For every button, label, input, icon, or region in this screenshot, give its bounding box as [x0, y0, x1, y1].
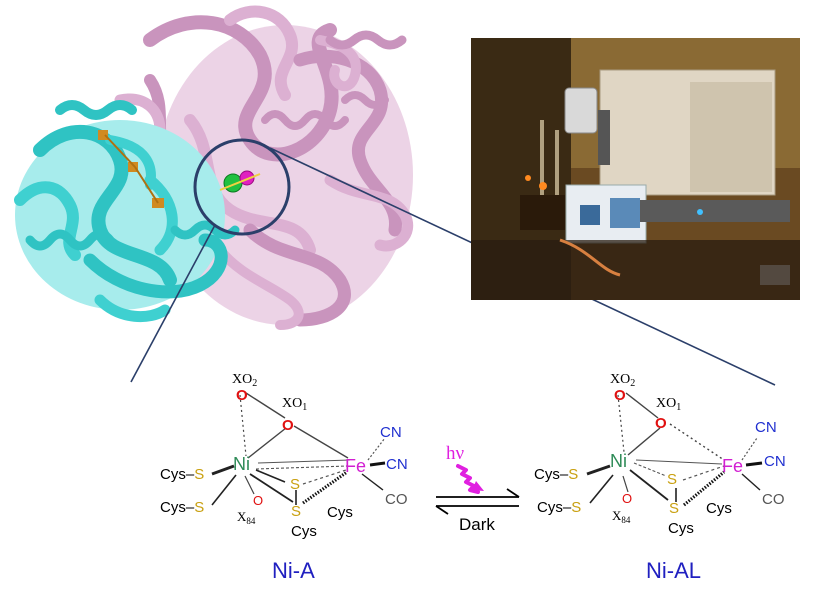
xo2-label: XO — [232, 372, 252, 387]
x84-subscript: 84 — [246, 516, 256, 526]
svg-text:XO1: XO1 — [282, 396, 307, 413]
x84-subscript-right: 84 — [621, 515, 631, 525]
s-bridge-2: S — [291, 503, 301, 520]
cys-bottom-right: Cys — [668, 520, 694, 537]
svg-text:Cys–S: Cys–S — [534, 466, 578, 483]
ni-atom: Ni — [233, 454, 250, 474]
svg-text:X84: X84 — [237, 509, 256, 526]
light-label: hν — [446, 443, 465, 464]
co-ligand: CO — [385, 491, 408, 508]
s-terminal-1: S — [194, 466, 204, 483]
cyan-subunit — [14, 100, 240, 323]
ni-a-caption: Ni-A — [272, 558, 315, 583]
svg-text:XO2: XO2 — [610, 372, 635, 389]
svg-text:Cys–S: Cys–S — [160, 466, 204, 483]
s-terminal-2-right: S — [571, 499, 581, 516]
cys-s1-label: Cys — [160, 466, 186, 483]
zoom-circle — [193, 138, 291, 236]
s-bridge-1: S — [290, 476, 300, 493]
o-xo1: O — [282, 417, 294, 434]
protein-structure-image — [14, 5, 413, 330]
cn-mid: CN — [386, 456, 408, 473]
ni-atom-right: Ni — [610, 451, 627, 471]
x84-label-right: X — [612, 508, 622, 523]
s-terminal-2: S — [194, 499, 204, 516]
ni-a-structure: XO2 O XO1 O Ni Fe CN CN CO Cys–S Cys–S S… — [160, 372, 408, 583]
xo1-label-right: XO — [656, 396, 676, 411]
o-xo2: O — [236, 387, 248, 404]
xo1-label: XO — [282, 396, 302, 411]
xo2-subscript: 2 — [252, 378, 257, 389]
xo2-label-right: XO — [610, 372, 630, 387]
active-site-atoms — [219, 170, 261, 193]
o-xo1-right: O — [655, 415, 667, 432]
iron-sulfur-clusters — [98, 130, 164, 208]
svg-text:Cys–S: Cys–S — [537, 499, 581, 516]
svg-text:XO1: XO1 — [656, 396, 681, 413]
cys-right-right: Cys — [706, 500, 732, 517]
x84-label: X — [237, 509, 247, 524]
cys-bottom: Cys — [291, 523, 317, 540]
xo2-subscript-right: 2 — [630, 378, 635, 389]
ni-al-structure: XO2 O XO1 O Ni Fe CN CN CO Cys–S Cys–S S… — [534, 372, 786, 583]
xo1-subscript-right: 1 — [676, 402, 681, 413]
cn-mid-right: CN — [764, 453, 786, 470]
xo1-subscript: 1 — [302, 402, 307, 413]
s-bridge-2-right: S — [669, 500, 679, 517]
svg-text:Cys–S: Cys–S — [160, 499, 204, 516]
lab-setup-photo — [471, 38, 800, 300]
s-terminal-1-right: S — [568, 466, 578, 483]
cys-right: Cys — [327, 504, 353, 521]
cn-top: CN — [380, 424, 402, 441]
cys-s2-label: Cys — [160, 499, 186, 516]
cys-s2-label-right: Cys — [537, 499, 563, 516]
o-x84: O — [253, 493, 263, 508]
zoom-line-left — [130, 224, 216, 383]
fe-atom-right: Fe — [722, 456, 743, 476]
fe-atom: Fe — [345, 456, 366, 476]
ni-al-caption: Ni-AL — [646, 558, 701, 583]
light-wave-icon — [456, 464, 480, 494]
o-xo2-right: O — [614, 387, 626, 404]
reaction-arrows: hν Dark — [435, 443, 520, 534]
o-x84-right: O — [622, 491, 632, 506]
cn-top-right: CN — [755, 419, 777, 436]
dark-label: Dark — [459, 515, 495, 534]
cys-s1-label-right: Cys — [534, 466, 560, 483]
svg-text:XO2: XO2 — [232, 372, 257, 389]
svg-text:X84: X84 — [612, 508, 631, 525]
co-ligand-right: CO — [762, 491, 785, 508]
s-bridge-1-right: S — [667, 471, 677, 488]
